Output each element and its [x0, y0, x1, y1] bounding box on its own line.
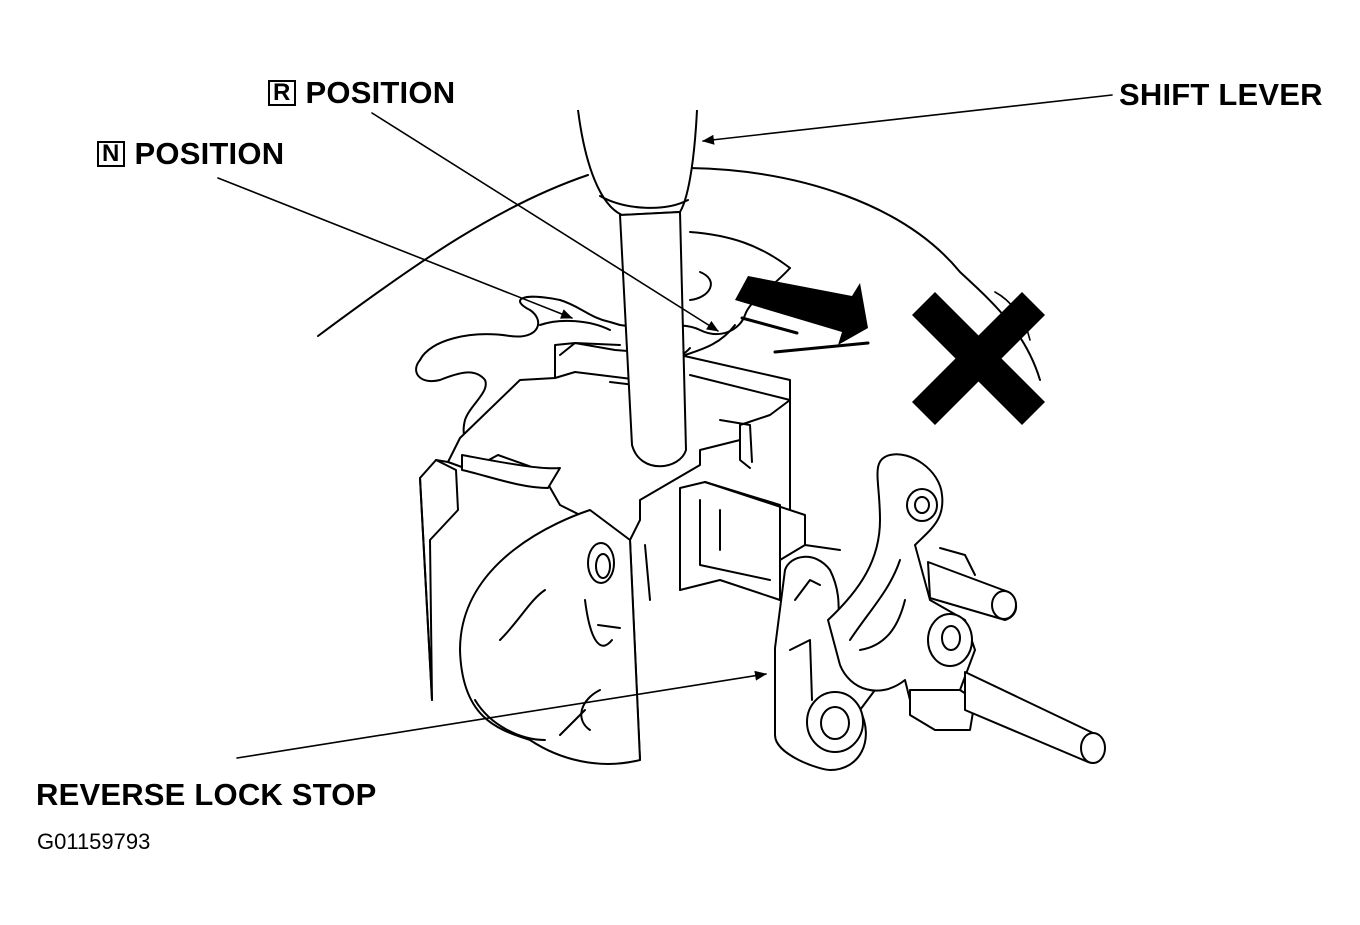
r-position-text: POSITION — [305, 75, 456, 110]
r-position-leader — [371, 112, 719, 332]
n-position-label: N POSITION — [97, 138, 284, 169]
shift-lever-shaft — [577, 109, 698, 468]
reverse-lock-stop-leader — [236, 670, 767, 759]
reverse-lock-stop-part — [774, 453, 1106, 771]
n-gear-letter: N — [97, 141, 125, 167]
shift-lever-label: SHIFT LEVER — [1119, 77, 1323, 112]
reverse-lock-stop-label: REVERSE LOCK STOP — [36, 777, 377, 812]
x-mark-icon — [912, 292, 1045, 425]
r-position-label: R POSITION — [268, 77, 455, 108]
leader-lines — [217, 94, 1113, 759]
n-position-text: POSITION — [134, 136, 285, 171]
shift-body — [419, 342, 841, 765]
n-position-leader — [217, 177, 573, 319]
shift-gate-plate — [415, 231, 791, 447]
r-gear-letter: R — [268, 80, 296, 106]
shift-lever-leader — [702, 94, 1113, 145]
figure-code: G01159793 — [37, 829, 151, 854]
right-arrow-icon — [735, 276, 870, 354]
